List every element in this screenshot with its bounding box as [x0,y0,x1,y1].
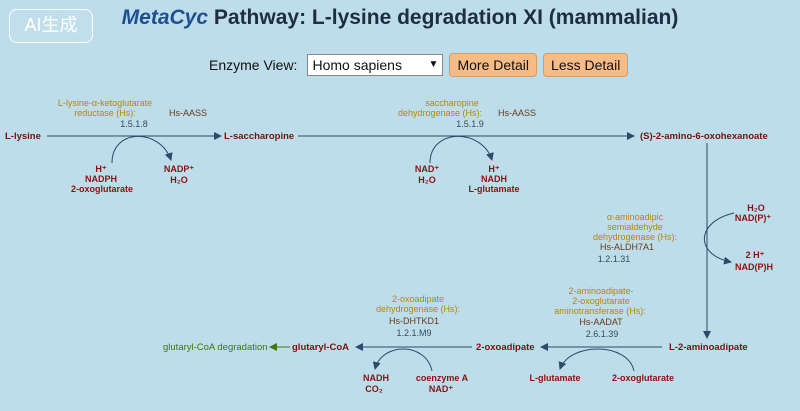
arc-r3-cofactors [704,212,735,265]
dropdown-arrow-icon: ▼ [428,59,439,70]
enzyme-view-label: Enzyme View: [209,57,298,73]
r2-input-h2o[interactable]: H₂O [418,175,436,185]
r3-input-h2o[interactable]: H₂O [747,203,765,213]
r2-output-h[interactable]: H⁺ [488,164,499,174]
r1-gene[interactable]: Hs-AASS [169,108,207,118]
r2-output-l-glutamate[interactable]: L-glutamate [468,184,519,194]
r3-enzyme-name-line2[interactable]: semialdehyde [607,222,663,232]
r3-input-nadp[interactable]: NAD(P)⁺ [735,213,771,223]
r3-ec-number[interactable]: 1.2.1.31 [598,254,631,264]
r1-input-2-oxoglutarate[interactable]: 2-oxoglutarate [71,184,133,194]
r5-enzyme-name-line1[interactable]: 2-oxoadipate [392,294,444,304]
organism-select[interactable]: Homo sapiens ▼ [307,54,444,76]
compound-l-saccharopine[interactable]: L-saccharopine [224,131,294,142]
arc-r4-cofactors [558,348,635,372]
r1-output-nadp[interactable]: NADP⁺ [164,164,195,174]
r5-ec-number[interactable]: 1.2.1.M9 [396,328,431,338]
r1-ec-number[interactable]: 1.5.1.8 [120,119,148,129]
r3-enzyme-name-line3[interactable]: dehydrogenase (Hs): [593,232,677,242]
r5-gene[interactable]: Hs-DHTKD1 [389,316,439,326]
r1-enzyme-name-line1[interactable]: L-lysine-α-ketoglutarate [58,98,152,108]
arc-r2-cofactors [429,135,494,164]
page-title: MetaCyc Pathway: L-lysine degradation XI… [0,6,800,30]
compound-2-oxoadipate[interactable]: 2-oxoadipate [476,342,535,353]
r3-output-2h[interactable]: 2 H⁺ [746,250,765,260]
r3-output-nadph[interactable]: NAD(P)H [735,262,773,272]
organism-selected-value: Homo sapiens [312,57,402,73]
r5-input-nad[interactable]: NAD⁺ [429,384,453,394]
compound-l-lysine[interactable]: L-lysine [5,131,41,142]
r4-input-2-oxoglutarate[interactable]: 2-oxoglutarate [612,373,674,383]
r4-enzyme-name-line3[interactable]: aminotransferase (Hs): [554,306,646,316]
r2-input-nad[interactable]: NAD⁺ [415,164,439,174]
r1-input-h[interactable]: H⁺ [95,164,106,174]
ai-generated-badge: AI生成 [9,9,93,43]
compound-glutaryl-coa[interactable]: glutaryl-CoA [292,342,349,353]
r5-output-co2[interactable]: CO₂ [365,384,383,394]
brand-name: MetaCyc [121,6,209,29]
compound-amino-oxohexanoate[interactable]: (S)-2-amino-6-oxohexanoate [640,131,768,142]
more-detail-button[interactable]: More Detail [449,53,538,77]
r1-input-nadph[interactable]: NADPH [85,174,117,184]
r4-ec-number[interactable]: 2.6.1.39 [586,329,619,339]
r4-enzyme-name-line2[interactable]: 2-oxoglutarate [572,296,630,306]
r5-input-coenzyme-a[interactable]: coenzyme A [416,373,469,383]
r2-enzyme-name-line1[interactable]: saccharopine [425,98,479,108]
compound-l-2-aminoadipate[interactable]: L-2-aminoadipate [669,342,748,353]
r1-enzyme-name-line2[interactable]: reductase (Hs): [74,108,136,118]
r5-enzyme-name-line2[interactable]: dehydrogenase (Hs): [376,304,460,314]
r2-enzyme-name-line2[interactable]: dehydrogenase (Hs): [398,108,482,118]
r4-output-l-glutamate[interactable]: L-glutamate [529,373,580,383]
r2-gene[interactable]: Hs-AASS [498,108,536,118]
link-glutaryl-coa-degradation[interactable]: glutaryl-CoA degradation [163,342,268,353]
arc-r5-cofactors [372,348,433,372]
r3-enzyme-name-line1[interactable]: α-aminoadipic [607,212,664,222]
r2-output-nadh[interactable]: NADH [481,174,507,184]
r2-ec-number[interactable]: 1.5.1.9 [456,119,484,129]
enzyme-view-toolbar: Enzyme View: Homo sapiens ▼ More Detail … [209,53,629,77]
r3-gene[interactable]: Hs-ALDH7A1 [600,242,654,252]
pathway-name: Pathway: L-lysine degradation XI (mammal… [208,6,679,29]
r1-output-h2o[interactable]: H₂O [170,175,188,185]
r5-output-nadh[interactable]: NADH [363,373,389,383]
less-detail-button[interactable]: Less Detail [543,53,629,77]
arc-r1-cofactors [111,135,173,164]
r4-enzyme-name-line1[interactable]: 2-aminoadipate- [568,286,633,296]
r4-gene[interactable]: Hs-AADAT [579,317,623,327]
